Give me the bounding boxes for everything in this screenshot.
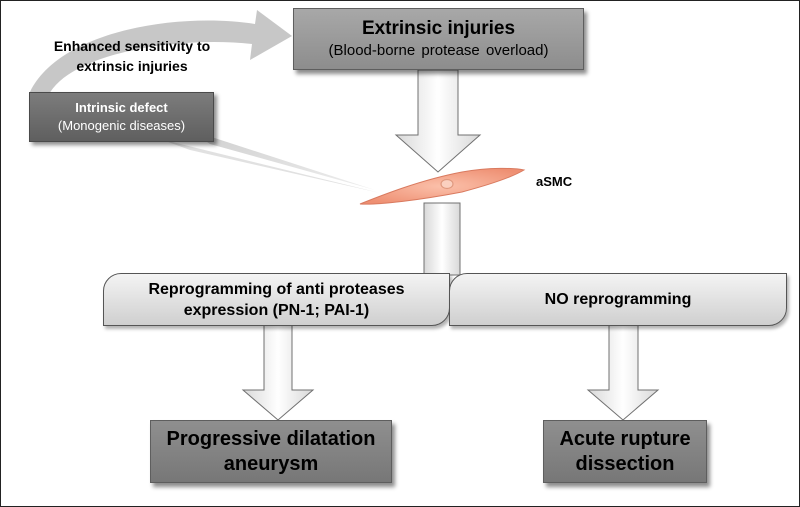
reprogramming-line-2: expression (PN-1; PAI-1)	[183, 301, 370, 319]
reprogramming-line-1: Reprogramming of anti proteases	[148, 280, 405, 298]
extrinsic-title: Extrinsic injuries	[361, 18, 516, 39]
intrinsic-defect-box: Intrinsic defect (Monogenic diseases)	[29, 92, 214, 142]
no-reprogramming-label: NO reprogramming	[544, 290, 692, 308]
acute-line-1: Acute rupture	[559, 427, 691, 450]
intrinsic-cone	[190, 130, 375, 190]
progressive-line-2: aneurysm	[223, 452, 319, 475]
asmc-nucleus	[440, 178, 454, 190]
intrinsic-title: Intrinsic defect	[75, 100, 168, 115]
reprogramming-box: Reprogramming of anti proteases expressi…	[103, 273, 450, 326]
asmc-label: aSMC	[536, 174, 573, 189]
sensitivity-line-1: Enhanced sensitivity to	[53, 38, 211, 54]
progressive-dilatation-box: Progressive dilatation aneurysm	[150, 420, 392, 483]
extrinsic-subtitle: (Blood-borne protease overload)	[328, 42, 549, 59]
sensitivity-curved-arrow	[30, 10, 292, 96]
intrinsic-subtitle: (Monogenic diseases)	[57, 118, 186, 133]
arrow-extrinsic-to-cell	[394, 69, 482, 173]
sensitivity-line-2: extrinsic injuries	[76, 58, 188, 74]
no-reprogramming-box: NO reprogramming	[449, 273, 787, 326]
extrinsic-injuries-box: Extrinsic injuries (Blood-borne protease…	[293, 8, 584, 70]
progressive-line-1: Progressive dilatation	[166, 427, 376, 450]
arrow-cell-stem	[423, 202, 461, 276]
arrow-to-acute	[586, 324, 660, 421]
intrinsic-cone-shadow	[160, 139, 380, 193]
acute-rupture-box: Acute rupture dissection	[543, 420, 707, 483]
acute-line-2: dissection	[575, 452, 675, 475]
sensitivity-label: Enhanced sensitivity to extrinsic injuri…	[32, 36, 232, 76]
arrow-to-progressive	[241, 324, 315, 421]
